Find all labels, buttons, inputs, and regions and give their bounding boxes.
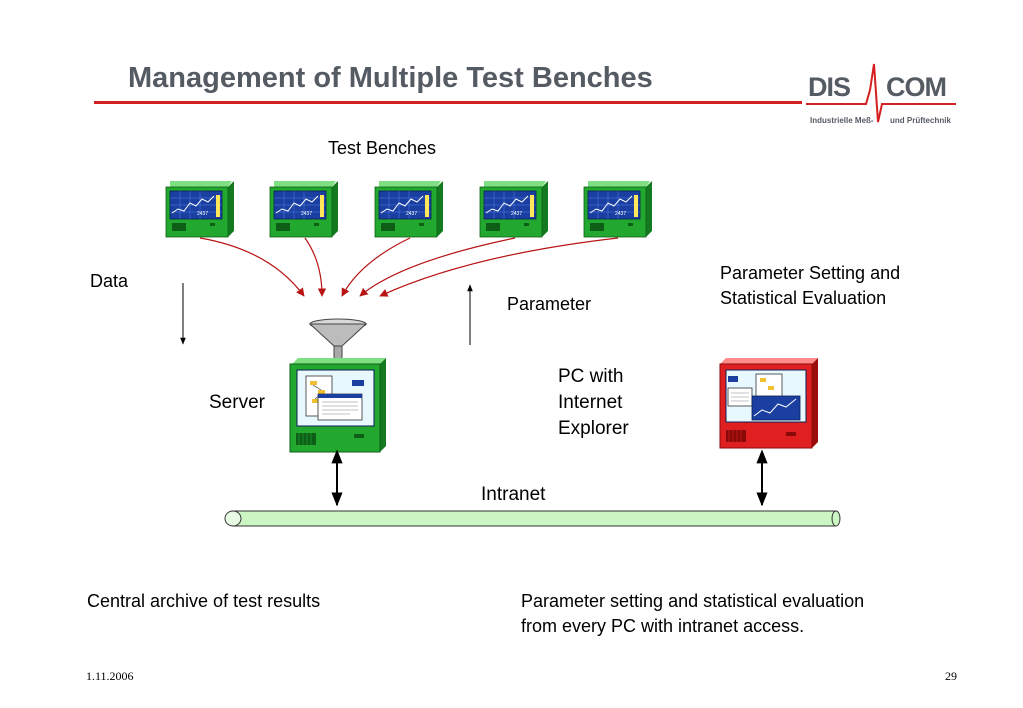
discom-logo: DIS COM Industrielle Meß- und Prüftechni… [806,60,956,132]
server-computer-icon [289,358,386,453]
intranet-label: Intranet [481,484,546,505]
test-bench-4 [479,180,549,238]
logo-tagline-left: Industrielle Meß- [810,116,874,125]
data-flow-arrow-5 [379,237,619,297]
pc-label-line3: Explorer [558,418,629,439]
caption-left: Central archive of test results [87,591,321,611]
client-pc-icon [719,358,818,449]
data-flow-arrow-2 [304,237,327,297]
server-label: Server [209,392,265,413]
logo-text-right: COM [886,72,947,102]
logo-text-left: DIS [808,72,851,102]
bench-readout: 2437 [197,211,209,217]
test-benches-label: Test Benches [328,138,437,158]
parameter-setting-label-line2: Statistical Evaluation [720,288,887,308]
pc-label-line2: Internet [558,392,623,413]
caption-right-line2: from every PC with intranet access. [521,616,805,636]
parameter-label: Parameter [507,294,592,314]
bench-readout: 2437 [615,211,627,217]
logo-pulse-icon [806,63,956,123]
intranet-pipe [224,510,841,527]
bench-readout: 2437 [511,211,523,217]
page-title: Management of Multiple Test Benches [128,62,653,94]
funnel-icon [308,318,368,362]
bench-readout: 2437 [406,211,418,217]
data-flow-arrow-1 [199,237,305,297]
test-bench-1 [165,180,235,238]
logo-tagline-right: und Prüftechnik [890,116,951,125]
test-bench-5 [583,180,653,238]
footer-page-number: 29 [945,669,957,683]
data-flow-arrow-3 [341,237,411,297]
caption-right-line1: Parameter setting and statistical evalua… [521,591,865,611]
bench-readout: 2437 [301,211,313,217]
data-flow-arrow-4 [359,237,516,297]
test-bench-2 [269,180,339,238]
title-rule [94,101,802,104]
test-bench-3 [374,180,444,238]
pc-label-line1: PC with [558,366,624,387]
parameter-setting-label-line1: Parameter Setting and [720,263,901,283]
data-label: Data [90,271,129,291]
footer-date: 1.11.2006 [86,669,134,683]
